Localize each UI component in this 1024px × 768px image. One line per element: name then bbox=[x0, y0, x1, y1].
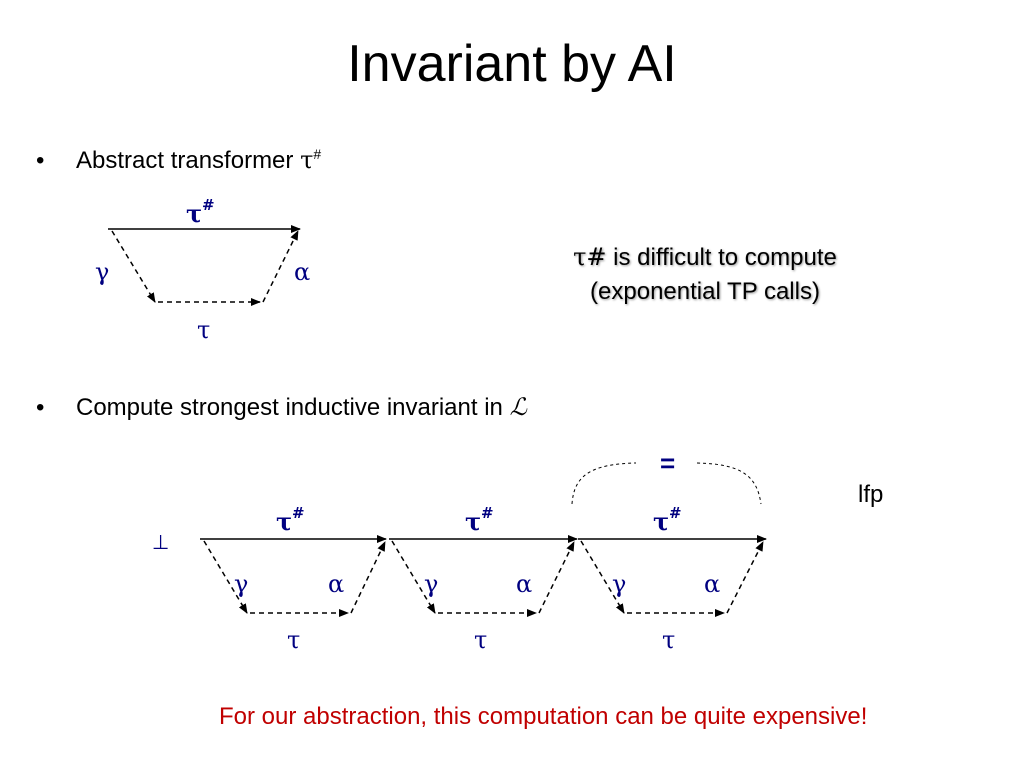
hash-superscript: # bbox=[313, 146, 322, 162]
tau-label: τ bbox=[197, 316, 210, 344]
brace-left-curve bbox=[571, 462, 637, 505]
tau-symbol: τ bbox=[300, 146, 314, 174]
tau-label: τ bbox=[474, 626, 487, 654]
alpha-label: α bbox=[516, 570, 532, 598]
iteration-step-3: τ # γ α τ bbox=[578, 504, 767, 654]
gamma-label: γ bbox=[424, 570, 438, 598]
bullet-marker: • bbox=[36, 147, 45, 174]
iteration-step-1: τ # γ α τ bbox=[200, 504, 387, 654]
tau-label: τ bbox=[653, 507, 669, 536]
gamma-arrow bbox=[391, 540, 436, 614]
alpha-label: α bbox=[328, 570, 344, 598]
brace-right-curve bbox=[696, 462, 762, 505]
bullet-strongest-invariant: • Compute strongest inductive invariant i… bbox=[36, 392, 527, 423]
chained-iteration-diagram: ⊥ τ # γ α τ τ # γ α τ bbox=[152, 448, 767, 654]
gamma-arrow bbox=[580, 540, 625, 614]
alpha-arrow bbox=[538, 541, 575, 614]
bullet-text: Compute strongest inductive invariant in bbox=[76, 394, 510, 421]
alpha-label: α bbox=[294, 258, 310, 286]
note-line-1-text: is difficult to compute bbox=[606, 244, 837, 271]
slide-title: Invariant by AI bbox=[347, 35, 677, 93]
bottom-element-label: ⊥ bbox=[152, 530, 169, 554]
tau-label: τ bbox=[465, 507, 481, 536]
alpha-arrow bbox=[262, 230, 299, 303]
note-line-1: τ# is difficult to compute bbox=[520, 240, 890, 275]
expense-warning: For our abstraction, this computation ca… bbox=[219, 703, 868, 730]
gamma-arrow bbox=[111, 230, 156, 303]
bullet-marker: • bbox=[36, 394, 45, 421]
lfp-label: lfp bbox=[858, 481, 884, 508]
note-line-2: (exponential TP calls) bbox=[590, 278, 820, 305]
alpha-arrow bbox=[350, 541, 386, 614]
tau-label: τ bbox=[186, 199, 202, 228]
tau-label: τ bbox=[287, 626, 300, 654]
bullet-abstract-transformer: • Abstract transformer τ# bbox=[36, 139, 321, 176]
gamma-label: γ bbox=[234, 570, 248, 598]
hash-label: # bbox=[292, 504, 305, 522]
hash-label: # bbox=[481, 504, 494, 522]
gamma-label: γ bbox=[612, 570, 626, 598]
tau-hash-symbol: τ# bbox=[573, 243, 607, 271]
lattice-symbol: ℒ bbox=[509, 393, 527, 421]
gamma-label: γ bbox=[95, 258, 109, 286]
difficulty-note: τ# is difficult to compute (exponential … bbox=[520, 240, 890, 309]
gamma-arrow bbox=[203, 540, 248, 614]
alpha-label: α bbox=[704, 570, 720, 598]
single-trapezoid-diagram: τ # γ α τ bbox=[95, 196, 310, 344]
equals-sign: = bbox=[660, 448, 675, 478]
fixpoint-equality-brace: = bbox=[571, 448, 762, 505]
tau-label: τ bbox=[662, 626, 675, 654]
alpha-arrow bbox=[726, 541, 764, 614]
hash-label: # bbox=[202, 196, 215, 214]
iteration-step-2: τ # γ α τ bbox=[389, 504, 578, 654]
hash-label: # bbox=[669, 504, 682, 522]
tau-label: τ bbox=[276, 507, 292, 536]
bullet-text: Abstract transformer bbox=[76, 147, 301, 174]
